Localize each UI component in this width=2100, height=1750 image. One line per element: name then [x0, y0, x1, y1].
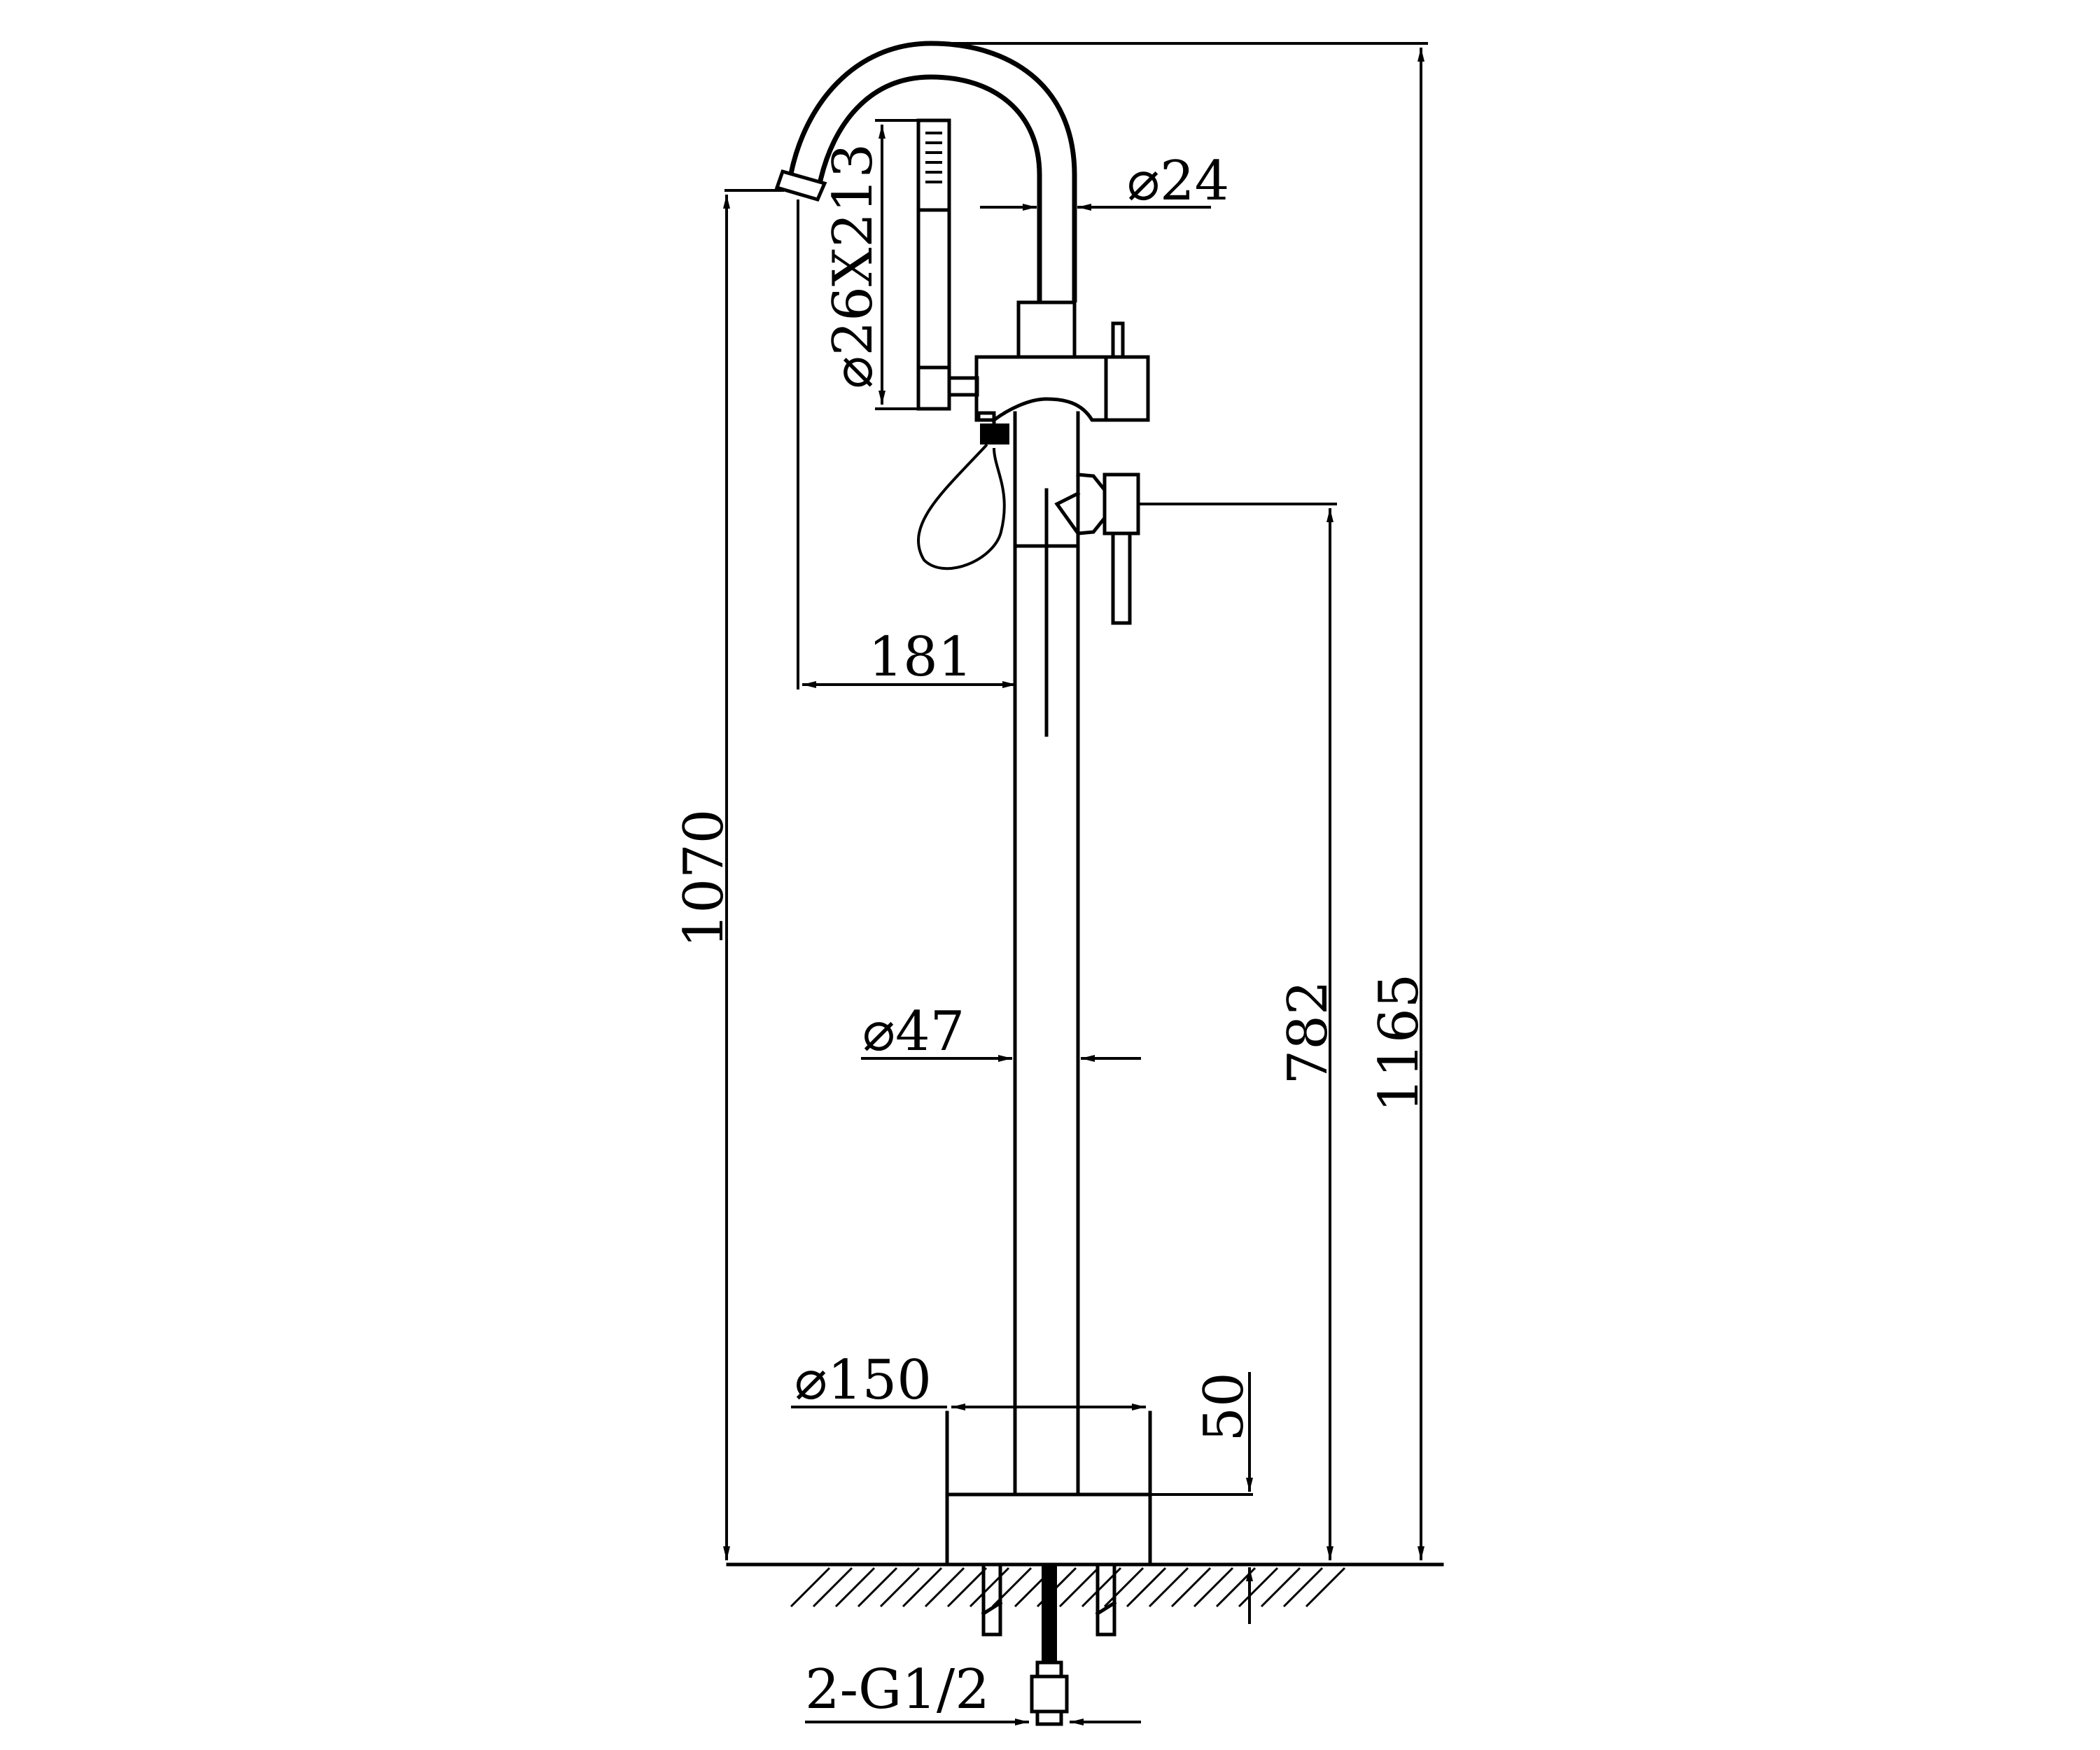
handle-height-label: 782 [1277, 981, 1340, 1085]
spout-reach-label: 181 [869, 626, 973, 689]
hatch-line [902, 1567, 943, 1608]
hatch-line [1238, 1567, 1279, 1608]
spout-diameter-label: ⌀24 [1127, 150, 1229, 213]
base-diameter-label: ⌀150 [794, 1349, 932, 1412]
base-height-label: 50 [1193, 1372, 1256, 1441]
column-diameter-label: ⌀47 [862, 1000, 965, 1063]
shower-nozzle-dots [925, 132, 942, 183]
dimension-lines [723, 42, 1428, 1726]
hand-shower-label: ⌀26X213 [822, 144, 885, 389]
dimension-labels: 1165 1070 782 181 ⌀24 ⌀47 ⌀150 50 ⌀26X21… [673, 144, 1431, 1721]
hatch-line [924, 1567, 965, 1608]
floor-and-connections [726, 1562, 1444, 1726]
overall-height-label: 1165 [1368, 974, 1431, 1113]
hatch-line [946, 1567, 988, 1608]
hatch-line [1282, 1567, 1324, 1608]
hatch-line [991, 1567, 1032, 1608]
hatch-line [834, 1567, 876, 1608]
hatch-line [1260, 1567, 1301, 1608]
hatch-line [1058, 1567, 1100, 1608]
connection-label: 2-G1/2 [805, 1658, 990, 1721]
hatch-line [1170, 1567, 1212, 1608]
spout-height-label: 1070 [673, 809, 736, 948]
hatch-line [790, 1567, 831, 1608]
hatch-line [1126, 1567, 1167, 1608]
hatch-line [1193, 1567, 1234, 1608]
floor-hatching [790, 1567, 1346, 1608]
hatch-line [879, 1567, 920, 1608]
hatch-line [1103, 1567, 1144, 1608]
hatch-line [1305, 1567, 1346, 1608]
hatch-line [812, 1567, 853, 1608]
hatch-line [969, 1567, 1010, 1608]
hatch-line [857, 1567, 898, 1608]
hatch-line [1148, 1567, 1189, 1608]
